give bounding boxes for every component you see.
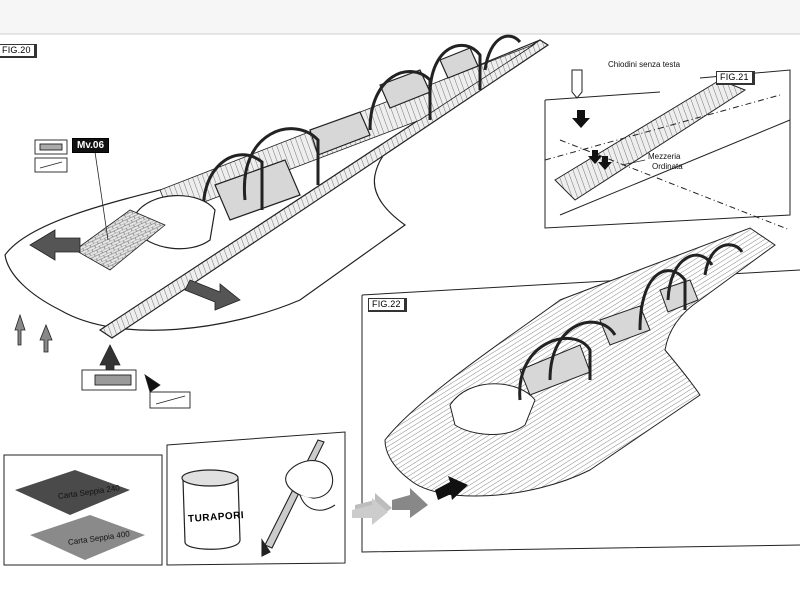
fig22-panel	[361, 227, 800, 553]
page-top-edge	[0, 0, 800, 34]
fig20-arrows	[14, 229, 241, 393]
fig21-center-note-1: Mezzeria	[648, 152, 681, 161]
paint-can	[181, 469, 241, 550]
fig21-panel	[544, 69, 791, 231]
mv06-label: Mv.06	[72, 138, 110, 153]
fig21-nails-note: Chiodini senza testa	[608, 60, 681, 69]
fig20-drawing	[4, 34, 550, 339]
fig22-tag: FIG.22	[368, 298, 407, 312]
sandpaper-400	[30, 515, 145, 560]
fig20-tag: FIG.20	[0, 44, 37, 58]
brush-hand	[261, 439, 336, 557]
fig21-center-note-2: Ordinata	[652, 162, 683, 171]
sandpaper-240	[15, 470, 130, 515]
step-arrows	[352, 498, 388, 525]
fig21-tag: FIG.21	[716, 71, 755, 85]
sandpaper-sheets	[15, 470, 145, 560]
fig20-tool-icons	[34, 139, 191, 409]
fig21-arrows	[572, 110, 612, 170]
